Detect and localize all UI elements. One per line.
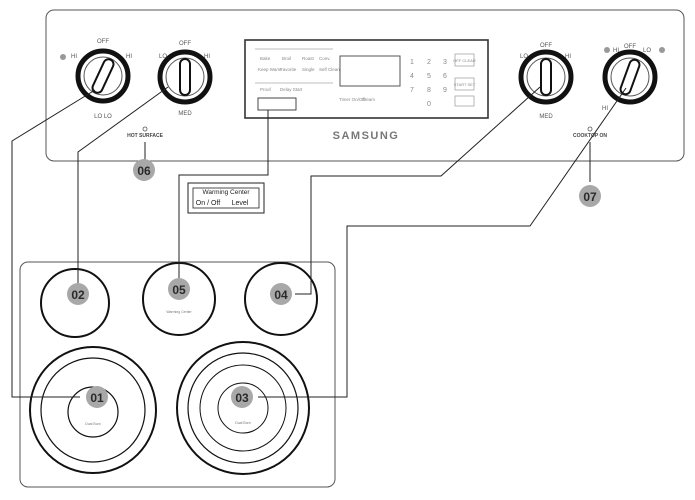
- key-5[interactable]: 5: [427, 73, 431, 80]
- warming-burner-label: Warming Center: [166, 310, 192, 314]
- knob-right-rear: OFF LO HI MED: [518, 43, 574, 120]
- key-off-clear-label: OFF CLEAR: [453, 58, 476, 63]
- oven-control-display: Bake Broil Roast Conv. Keep Warm Favorit…: [244, 39, 489, 119]
- dual-burner-label: Dual Burn: [85, 422, 101, 426]
- svg-text:01: 01: [90, 391, 104, 405]
- knob-left-front: OFF HI HI LO LO: [60, 39, 132, 120]
- oven-display-window: [339, 55, 401, 87]
- knob-label-lo: LO LO: [94, 114, 112, 120]
- key-6[interactable]: 6: [443, 73, 447, 80]
- svg-text:03: 03: [235, 391, 249, 405]
- warming-center-zoom: Warming Center On / Off Level: [187, 182, 265, 214]
- key-off-clear[interactable]: [454, 53, 475, 67]
- key-favorite[interactable]: Favorite: [280, 67, 297, 72]
- svg-text:04: 04: [274, 288, 288, 302]
- key-broil[interactable]: Broil: [282, 56, 291, 61]
- key-2[interactable]: 2: [427, 59, 431, 66]
- knob-label-off: OFF: [179, 41, 191, 47]
- key-delay-start[interactable]: Delay Start: [280, 87, 303, 92]
- knob-label-hi: HI: [613, 48, 619, 54]
- knob-label-off: OFF: [97, 39, 109, 45]
- knob-label-med: MED: [178, 111, 192, 117]
- knob-label-lo: LO: [643, 48, 651, 54]
- warming-on-off-button[interactable]: On / Off: [196, 200, 220, 207]
- knob-label-off: OFF: [540, 43, 552, 49]
- knob-right-front: OFF HI LO HI: [602, 44, 665, 112]
- burner-right-front: [176, 341, 310, 475]
- key-start-set[interactable]: [454, 77, 475, 91]
- knob-left-rear: OFF LO HI MED: [157, 41, 213, 117]
- knob-label-hi: HI: [602, 106, 608, 112]
- svg-text:06: 06: [137, 164, 151, 178]
- knob-led: [60, 54, 66, 60]
- leader-lines: [11, 86, 627, 398]
- key-0[interactable]: 0: [427, 101, 431, 108]
- knob-led: [604, 47, 610, 53]
- callout-03: 03: [231, 386, 253, 408]
- key-single[interactable]: Single: [302, 67, 315, 72]
- callout-04: 04: [270, 283, 292, 305]
- key-steam[interactable]: Steam: [362, 97, 375, 102]
- svg-text:07: 07: [583, 190, 597, 204]
- knob-label-hi: HI: [71, 54, 77, 60]
- key-keep-warm[interactable]: Keep Warm: [258, 67, 282, 72]
- key-1[interactable]: 1: [410, 59, 414, 66]
- key-3[interactable]: 3: [443, 59, 447, 66]
- key-7[interactable]: 7: [410, 87, 414, 94]
- callout-07: 07: [579, 185, 601, 207]
- key-timer[interactable]: Timer On/Off: [339, 97, 366, 102]
- key-8[interactable]: 8: [427, 87, 431, 94]
- key-9[interactable]: 9: [443, 87, 447, 94]
- key-roast[interactable]: Roast: [302, 56, 315, 61]
- knob-label-hi: HI: [126, 54, 132, 60]
- key-proof[interactable]: Proof: [260, 87, 272, 92]
- hot-surface-label: HOT SURFACE: [127, 133, 164, 139]
- callout-05: 05: [168, 278, 190, 300]
- knob-label-hi: HI: [204, 54, 210, 60]
- knob-label-med: MED: [539, 114, 553, 120]
- key-start-set-label: START SET: [454, 82, 476, 87]
- key-conv[interactable]: Conv.: [319, 56, 330, 61]
- key-4[interactable]: 4: [410, 73, 414, 80]
- warming-level-button[interactable]: Level: [232, 200, 249, 207]
- svg-text:02: 02: [71, 288, 85, 302]
- cooktop-on-label: COOKTOP ON: [573, 133, 607, 139]
- knob-label-hi: HI: [565, 54, 571, 60]
- callout-02: 02: [67, 283, 89, 305]
- triple-burner-label: Dual Burn: [235, 421, 251, 425]
- key-oven-light[interactable]: [454, 95, 475, 107]
- knob-label-lo: LO: [520, 54, 528, 60]
- svg-text:05: 05: [172, 283, 186, 297]
- callout-06: 06: [133, 159, 155, 181]
- knob-label-off: OFF: [624, 44, 636, 50]
- callout-01: 01: [86, 386, 108, 408]
- panel-warming-center[interactable]: [257, 97, 297, 111]
- warming-center-title: Warming Center: [202, 189, 250, 196]
- knob-led: [659, 47, 665, 53]
- brand-logo: SAMSUNG: [333, 130, 400, 142]
- burner-left-front: [29, 346, 157, 474]
- key-bake[interactable]: Bake: [260, 56, 271, 61]
- key-self-clean[interactable]: Self Clean: [319, 67, 340, 72]
- knob-label-lo: LO: [159, 54, 167, 60]
